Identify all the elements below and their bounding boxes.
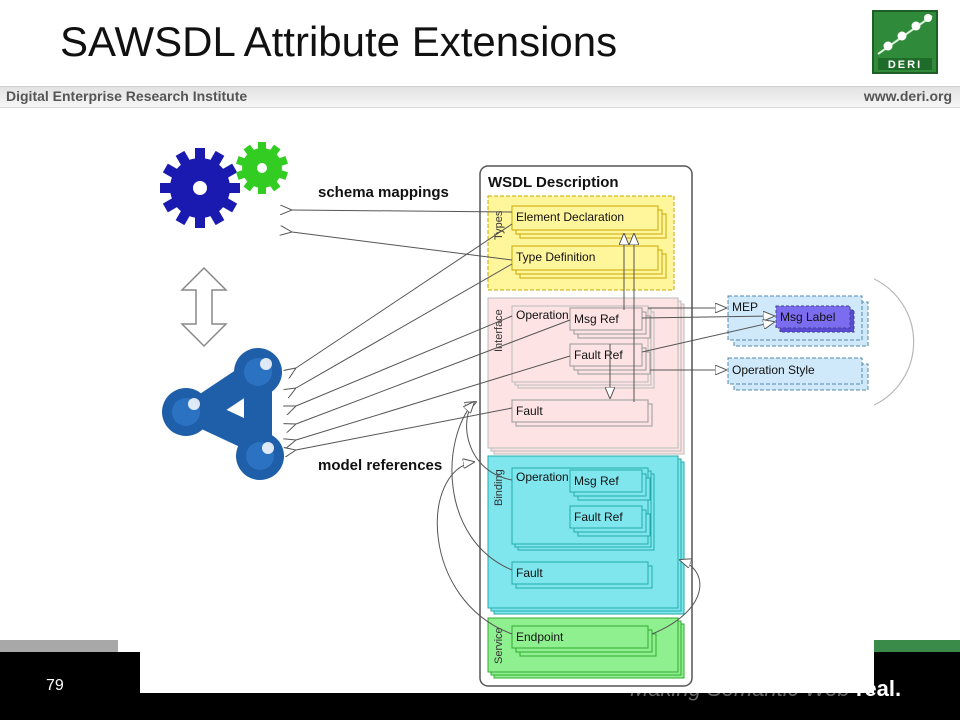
gear-blue-icon (160, 148, 240, 228)
service-section: Service Endpoint (487, 617, 685, 679)
ontology-network-icon (162, 348, 284, 480)
gear-green-icon (236, 142, 288, 194)
website-link[interactable]: www.deri.org (863, 88, 952, 104)
interface-fault-ref-box: Fault Ref (574, 348, 623, 362)
header-band (0, 86, 960, 108)
binding-section: Binding Operation Msg Ref Fault Ref Faul… (487, 455, 685, 615)
service-section-label: Service (493, 627, 505, 664)
institute-name: Digital Enterprise Research Institute (6, 88, 248, 104)
bidirectional-arrow-icon (180, 266, 228, 348)
types-section: Types Element Declaration Type Definitio… (487, 195, 675, 291)
extension-arrows (641, 308, 774, 370)
model-references-label: model references (318, 457, 442, 474)
interface-operation-box: Operation (516, 308, 569, 322)
sawsdl-diagram: schema mappings model references WSDL De… (140, 140, 874, 693)
interface-fault-box: Fault (516, 404, 543, 418)
operation-style-box: Operation Style (732, 363, 815, 377)
model-reference-arrows (296, 223, 571, 450)
element-declaration-box: Element Declaration (516, 210, 624, 224)
msg-label-box: Msg Label (780, 310, 835, 324)
page-number: 79 (46, 677, 64, 694)
interface-section: Interface Operation Msg Ref Fault Ref Fa… (487, 297, 685, 455)
operation-style-group: Operation Style (727, 357, 869, 391)
binding-operation-box: Operation (516, 470, 569, 484)
mep-group: MEP Msg Label (727, 295, 869, 347)
binding-msg-ref-box: Msg Ref (574, 474, 619, 488)
footer-accent-green (874, 640, 960, 652)
binding-fault-box: Fault (516, 566, 543, 580)
type-definition-box: Type Definition (516, 250, 595, 264)
mep-box: MEP (732, 300, 758, 314)
types-section-label: Types (493, 210, 505, 240)
slide-title: SAWSDL Attribute Extensions (60, 18, 618, 65)
logo-text: DERI (888, 59, 922, 71)
schema-mapping-arrows (292, 210, 513, 261)
schema-mappings-label: schema mappings (318, 184, 449, 201)
internal-reference-arrows (436, 234, 701, 635)
deri-logo: DERI (872, 10, 938, 74)
footer-accent-gray (0, 640, 118, 652)
binding-fault-ref-box: Fault Ref (574, 510, 623, 524)
interface-msg-ref-box: Msg Ref (574, 312, 619, 326)
wsdl-description-title: WSDL Description (488, 174, 619, 191)
endpoint-box: Endpoint (516, 630, 564, 644)
binding-section-label: Binding (493, 469, 505, 506)
decorative-arc (871, 277, 915, 407)
